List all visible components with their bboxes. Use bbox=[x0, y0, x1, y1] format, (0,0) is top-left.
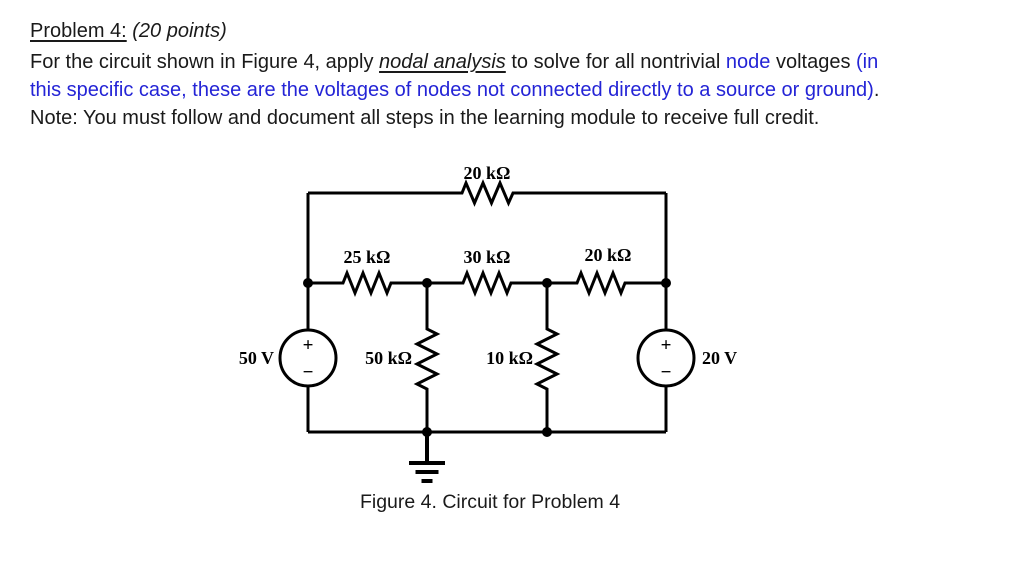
resistor-label-10k: 10 kΩ bbox=[486, 348, 533, 368]
problem-points: (20 points) bbox=[126, 20, 227, 42]
node-dot bbox=[303, 278, 313, 288]
parenthetical-continued: this specific case, these are the voltag… bbox=[30, 79, 874, 101]
source-label-50v: 50 V bbox=[239, 348, 274, 368]
node-dots bbox=[303, 278, 671, 437]
ground-icon bbox=[409, 432, 445, 483]
problem-heading: Problem 4: (20 points) bbox=[30, 17, 1005, 45]
node-dot bbox=[661, 278, 671, 288]
minus-icon: − bbox=[661, 362, 672, 383]
problem-title: Problem 4: bbox=[30, 20, 127, 42]
node-highlight: node bbox=[725, 51, 771, 73]
problem-body-line-1: For the circuit shown in Figure 4, apply… bbox=[30, 48, 1005, 76]
node-dot bbox=[422, 427, 432, 437]
voltage-source-right bbox=[636, 328, 696, 388]
plus-icon: + bbox=[661, 335, 672, 356]
problem-body-line-2: this specific case, these are the voltag… bbox=[30, 76, 1005, 104]
resistor-label-25k: 25 kΩ bbox=[344, 247, 391, 267]
body-text: voltages bbox=[770, 51, 857, 73]
node-dot bbox=[542, 427, 552, 437]
sentence-period: . bbox=[873, 79, 880, 101]
plus-icon: + bbox=[303, 335, 314, 356]
body-text: For the circuit shown in Figure 4, apply bbox=[30, 51, 380, 73]
nodal-analysis-emphasis: nodal analysis bbox=[379, 51, 506, 73]
minus-icon: − bbox=[303, 362, 314, 383]
circuit-diagram: 20 kΩ 25 kΩ 30 kΩ 20 kΩ 50 kΩ 10 kΩ 50 V… bbox=[239, 163, 737, 483]
wire-middle-rail-with-resistors bbox=[308, 268, 666, 298]
wire-top-rail-with-resistor bbox=[308, 179, 666, 207]
resistor-label-50k: 50 kΩ bbox=[365, 348, 412, 368]
problem-statement: Problem 4: (20 points) For the circuit s… bbox=[30, 17, 1005, 132]
voltage-source-left bbox=[278, 328, 338, 388]
problem-note: Note: You must follow and document all s… bbox=[30, 107, 820, 129]
node-dot bbox=[422, 278, 432, 288]
resistor-label-30k: 30 kΩ bbox=[464, 247, 511, 267]
source-label-20v: 20 V bbox=[702, 348, 737, 368]
resistor-label-20k-right: 20 kΩ bbox=[585, 245, 632, 265]
parenthetical-start: (in bbox=[856, 51, 879, 73]
body-text: to solve for all nontrivial bbox=[505, 51, 726, 73]
node-dot bbox=[542, 278, 552, 288]
figure-caption: Figure 4. Circuit for Problem 4 bbox=[359, 491, 621, 513]
resistor-label-top: 20 kΩ bbox=[464, 163, 511, 183]
resistor-10k-vertical bbox=[533, 283, 561, 432]
resistor-50k-vertical bbox=[413, 283, 441, 432]
